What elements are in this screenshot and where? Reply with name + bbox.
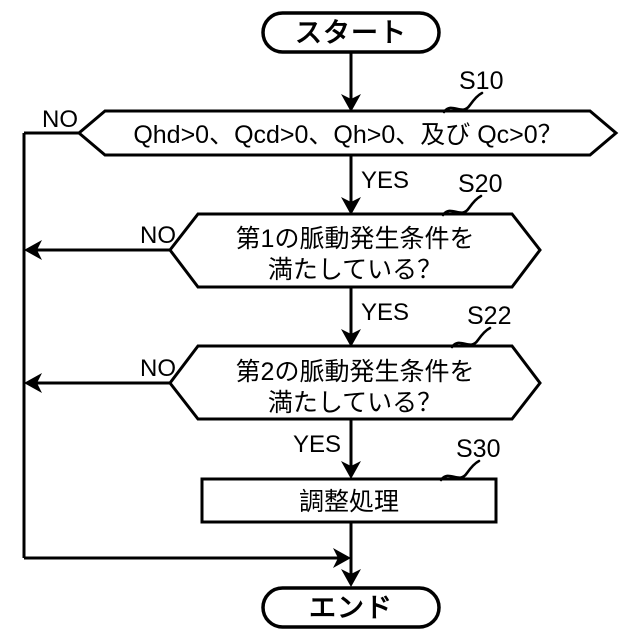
arrow-head-left-icon <box>24 240 42 260</box>
decision-s22-label-line2: 満たしている？ <box>268 389 442 417</box>
connector-s30-to-end <box>341 522 361 587</box>
step-ref-s30-leader-line <box>439 459 481 482</box>
decision-s10: Qhd>0、Qcd>0、Qh>0、及び Qc>0？ <box>76 109 619 157</box>
end-terminator: エンド <box>261 586 441 629</box>
decision-s22-label-line1: 第2の脈動発生条件を <box>236 358 475 386</box>
yes-branch-s22-label: YES <box>293 431 341 458</box>
yes-branch-s10-label: YES <box>361 167 409 194</box>
process-s30-label: 調整処理 <box>299 488 399 516</box>
start-terminator-label: スタート <box>295 18 407 48</box>
yes-branch-s20-label: YES <box>361 299 409 326</box>
step-ref-s30-label: S30 <box>456 435 500 463</box>
arrow-head-down-icon <box>341 569 361 587</box>
decision-s10-label-line1: Qhd>0、Qcd>0、Qh>0、及び Qc>0？ <box>133 121 562 149</box>
step-ref-s22-leader-line <box>450 326 492 349</box>
arrow-head-left-icon <box>24 373 42 393</box>
arrow-head-right-icon <box>333 548 351 568</box>
arrow-head-down-icon <box>341 461 361 479</box>
step-ref-s22-label: S22 <box>467 302 511 330</box>
step-ref-s30: S30 <box>439 435 500 482</box>
decision-s20-label-line1: 第1の脈動発生条件を <box>236 225 475 253</box>
process-s30-shape <box>200 477 498 524</box>
no-branch-s20-label: NO <box>140 222 176 249</box>
step-ref-s20: S20 <box>441 170 502 217</box>
decision-s22: 第2の脈動発生条件を 満たしている？ <box>168 344 542 421</box>
no-branch-s22: NO <box>24 355 176 393</box>
no-branch-s20: NO <box>24 222 176 260</box>
step-ref-s10-leader-line <box>442 91 484 114</box>
step-ref-s10: S10 <box>442 67 503 114</box>
step-ref-s20-leader-line <box>441 194 483 217</box>
connector-s22-to-s30: YES <box>293 419 361 479</box>
end-terminator-shape <box>261 586 441 629</box>
decision-s20-label-line2: 満たしている？ <box>268 256 442 284</box>
decision-s20: 第1の脈動発生条件を 満たしている？ <box>168 212 542 289</box>
no-branch-s10-label: NO <box>42 106 78 133</box>
connector-s20-to-s22: YES <box>341 287 409 347</box>
step-ref-s22: S22 <box>450 302 511 349</box>
step-ref-s10-label: S10 <box>459 67 503 95</box>
start-terminator: スタート <box>261 11 441 54</box>
process-s30: 調整処理 <box>200 477 498 524</box>
connector-start-to-s10 <box>341 52 361 112</box>
end-terminator-label: エンド <box>309 593 393 623</box>
no-branch-s10: NO <box>24 106 79 135</box>
left-return-rail <box>22 133 351 568</box>
arrow-head-down-icon <box>341 329 361 347</box>
connector-s10-to-s20: YES <box>341 155 409 215</box>
step-ref-s20-label: S20 <box>458 170 502 198</box>
arrow-head-down-icon <box>341 197 361 215</box>
no-branch-s22-label: NO <box>140 355 176 382</box>
arrow-head-down-icon <box>341 94 361 112</box>
